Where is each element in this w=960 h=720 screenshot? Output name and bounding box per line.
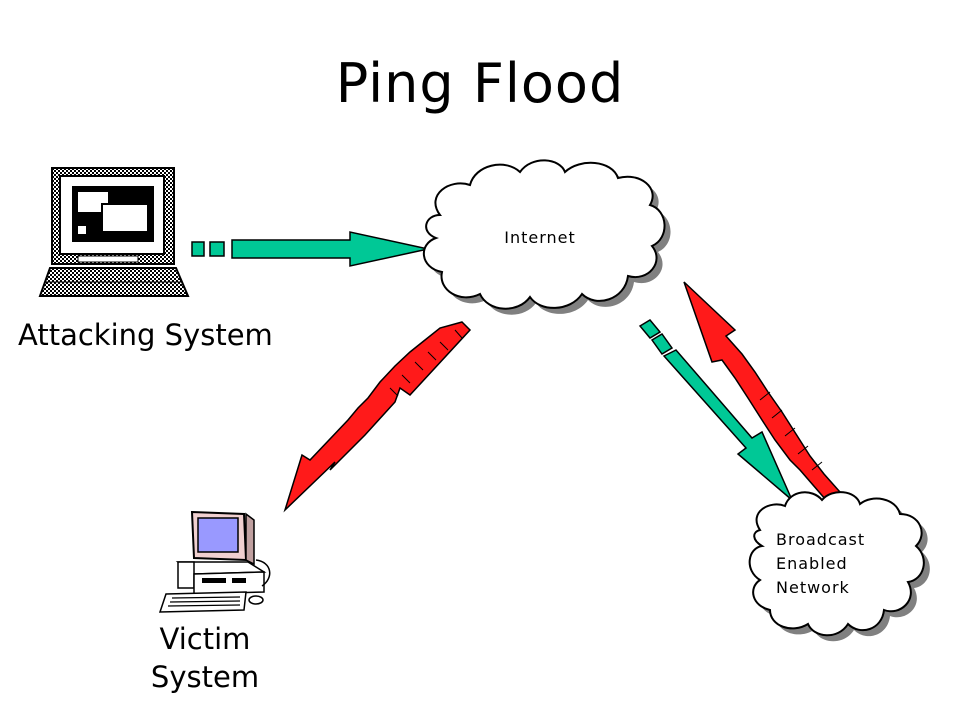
diagram-title: Ping Flood (335, 52, 625, 115)
victim-system-label: Victim System (130, 620, 280, 696)
relay-arrow-to-broadcast (638, 319, 793, 501)
attacking-system-label: Attacking System (18, 318, 273, 352)
flood-arrow-to-internet (683, 281, 842, 501)
broadcast-network-cloud-icon (748, 491, 930, 642)
internet-cloud-icon (422, 159, 671, 315)
broadcast-label-line-1: Broadcast (776, 530, 866, 549)
internet-label: Internet (504, 228, 576, 247)
victim-computer-icon (158, 510, 271, 613)
victim-label-line-1: Victim (159, 622, 251, 656)
attack-arrow (191, 231, 429, 267)
broadcast-label-line-3: Network (776, 578, 850, 597)
victim-label-line-2: System (150, 660, 260, 694)
broadcast-network-label: Broadcast Enabled Network (776, 528, 865, 600)
attacking-computer-icon (38, 167, 190, 297)
broadcast-label-line-2: Enabled (776, 554, 848, 573)
flood-arrow-to-victim (283, 321, 472, 513)
